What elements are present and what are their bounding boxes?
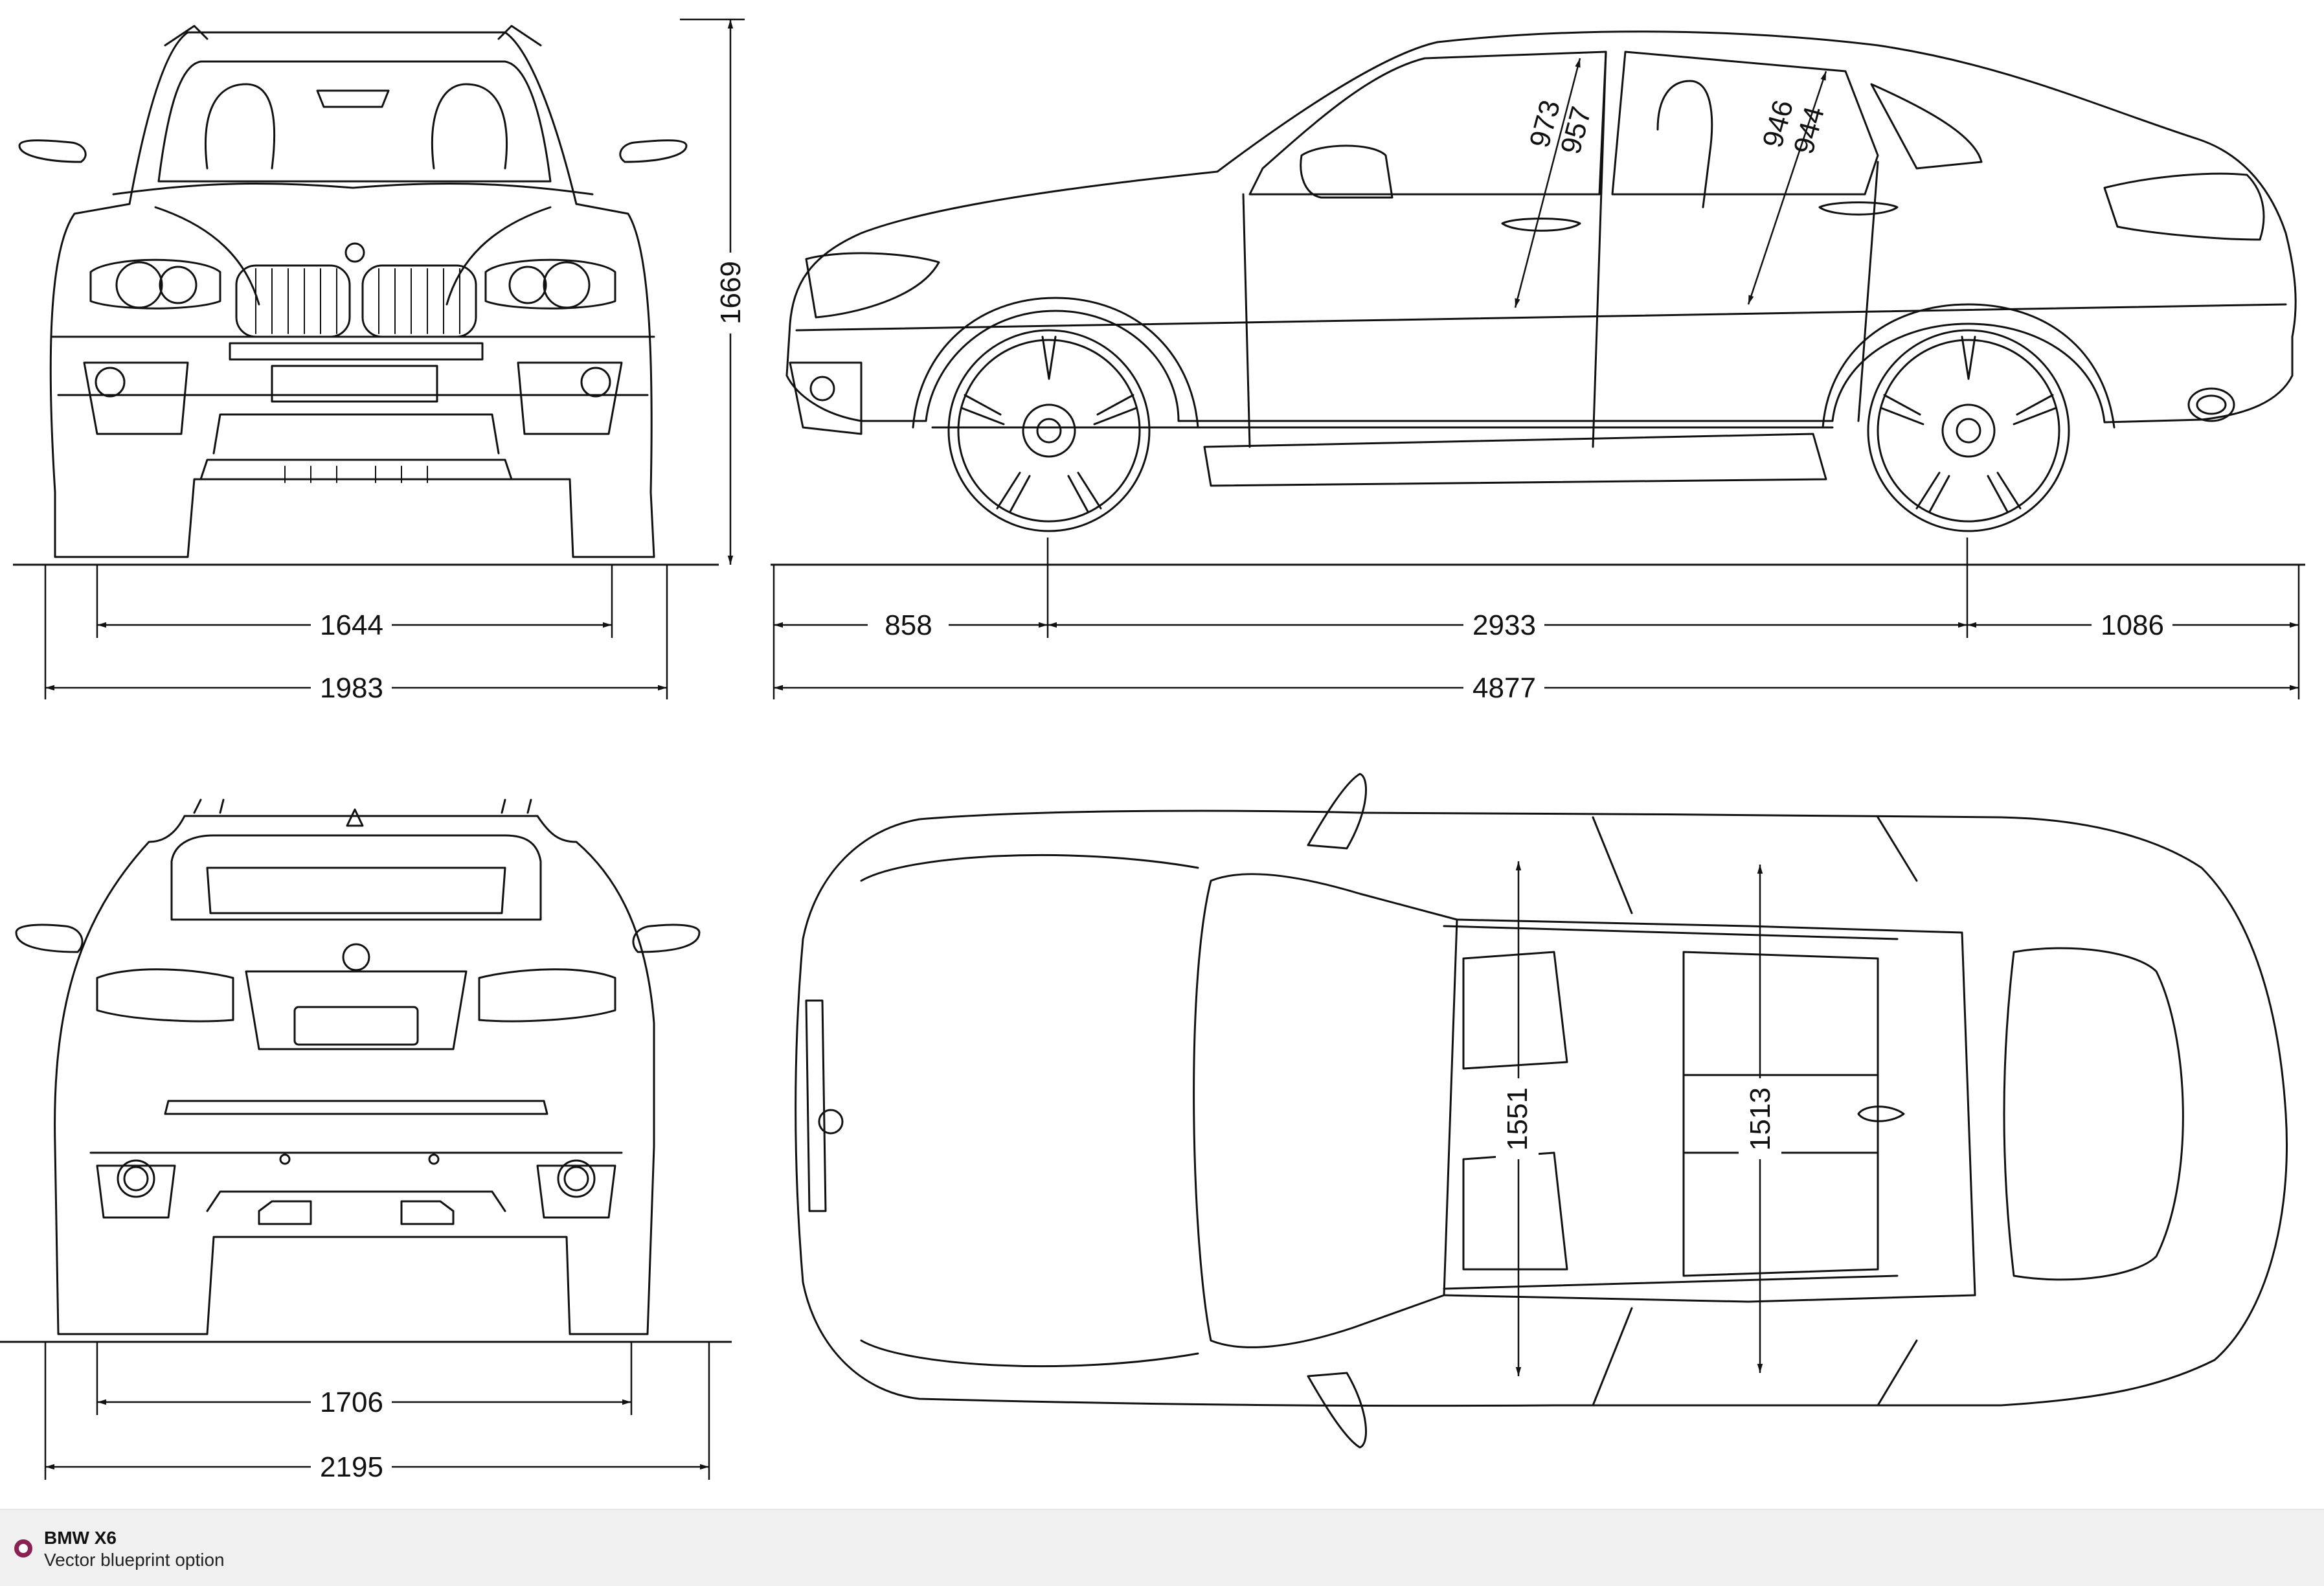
brand-circle-icon <box>14 1539 32 1558</box>
dim-rear-overhang: 1086 <box>2101 609 2164 641</box>
blueprint-drawing: 1644 1983 1669 858 2933 1086 4877 973 95… <box>0 18 2305 1483</box>
footer-bar: BMW X6 Vector blueprint option <box>0 1509 2324 1586</box>
dim-rear-interior-width: 1513 <box>1744 1087 1776 1151</box>
dim-width-mirrors: 2195 <box>320 1451 383 1483</box>
top-view <box>795 773 2288 1449</box>
dim-rear-track: 1706 <box>320 1387 383 1418</box>
footer-title: BMW X6 <box>44 1528 117 1548</box>
ground-lines <box>0 563 2305 1343</box>
dim-front-track: 1644 <box>320 609 383 641</box>
side-view <box>785 30 2297 532</box>
dim-front-overhang: 858 <box>885 609 932 641</box>
dim-front-width: 1983 <box>320 672 383 704</box>
dim-height: 1669 <box>715 261 747 324</box>
dim-length: 4877 <box>1472 672 1536 704</box>
dim-wheelbase: 2933 <box>1472 609 1536 641</box>
footer-subtitle: Vector blueprint option <box>44 1550 225 1570</box>
dimension-lines <box>44 18 2300 1480</box>
rear-view <box>15 799 701 1335</box>
front-view <box>18 25 688 558</box>
dim-front-interior-width: 1551 <box>1502 1087 1533 1151</box>
